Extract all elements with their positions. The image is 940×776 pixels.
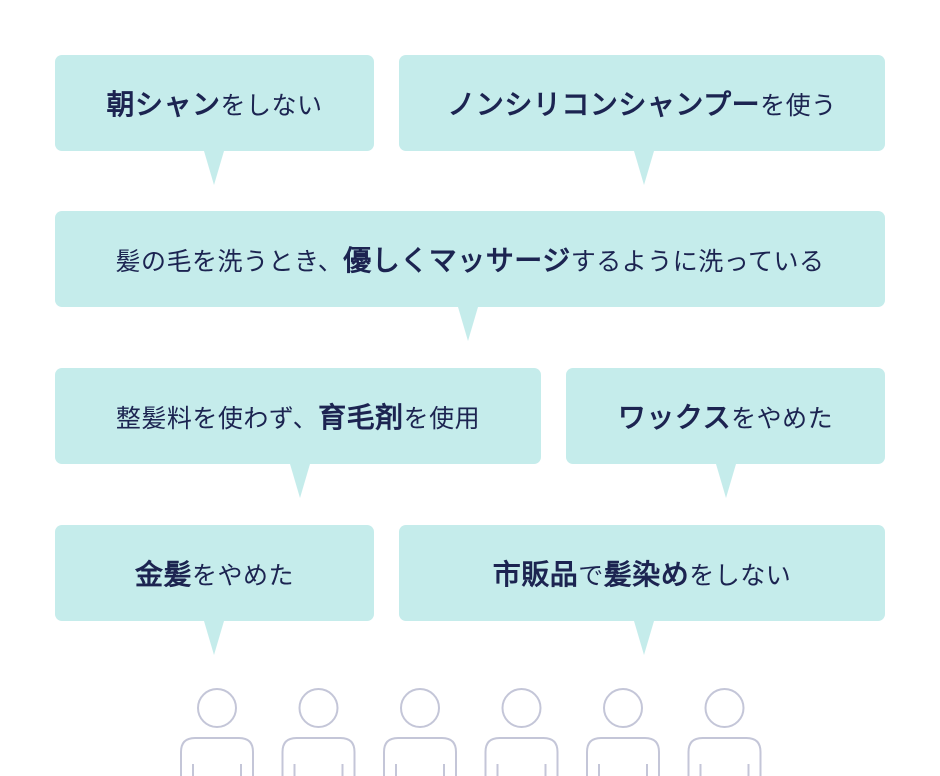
bubble-tail	[458, 307, 478, 341]
person-head	[704, 688, 745, 728]
person-head	[501, 688, 542, 728]
bubble-text: 整髪料を使わず、育毛剤を使用	[115, 401, 481, 434]
bubble-no-store-dye: 市販品で髪染めをしない	[399, 525, 885, 621]
bubble-hair-tonic: 整髪料を使わず、育毛剤を使用	[55, 368, 541, 464]
bubble-tail	[204, 151, 224, 185]
person-icon	[281, 688, 356, 776]
bubble-text: ワックスをやめた	[617, 401, 834, 434]
bubble-stopped-wax: ワックスをやめた	[566, 368, 885, 464]
person-icon	[687, 688, 762, 776]
person-icon	[180, 688, 254, 776]
person-body	[687, 737, 762, 776]
bubble-text: 金髪をやめた	[134, 558, 295, 591]
person-icon	[484, 688, 559, 776]
person-head	[197, 688, 237, 728]
person-head	[603, 688, 643, 728]
bubble-gentle-massage: 髪の毛を洗うとき、優しくマッサージするように洗っている	[55, 211, 885, 307]
bubble-text: 髪の毛を洗うとき、優しくマッサージするように洗っている	[115, 244, 825, 277]
person-body	[281, 737, 356, 776]
bubble-tail	[634, 151, 654, 185]
bubble-text: 朝シャンをしない	[106, 88, 323, 121]
bubble-stopped-blonde: 金髪をやめた	[55, 525, 374, 621]
bubble-tail	[716, 464, 736, 498]
bubble-tail	[204, 621, 224, 655]
person-body	[484, 737, 559, 776]
bubble-non-silicone-shampoo: ノンシリコンシャンプーを使う	[399, 55, 885, 151]
person-head	[298, 688, 339, 728]
bubble-morning-shampoo: 朝シャンをしない	[55, 55, 374, 151]
person-icon	[586, 688, 660, 776]
person-body	[383, 737, 457, 776]
bubble-text: 市販品で髪染めをしない	[492, 558, 792, 591]
person-icon	[383, 688, 457, 776]
person-head	[400, 688, 440, 728]
bubble-tail	[634, 621, 654, 655]
bubble-text: ノンシリコンシャンプーを使う	[447, 88, 837, 121]
bubble-tail	[290, 464, 310, 498]
person-body	[180, 737, 254, 776]
person-body	[586, 737, 660, 776]
